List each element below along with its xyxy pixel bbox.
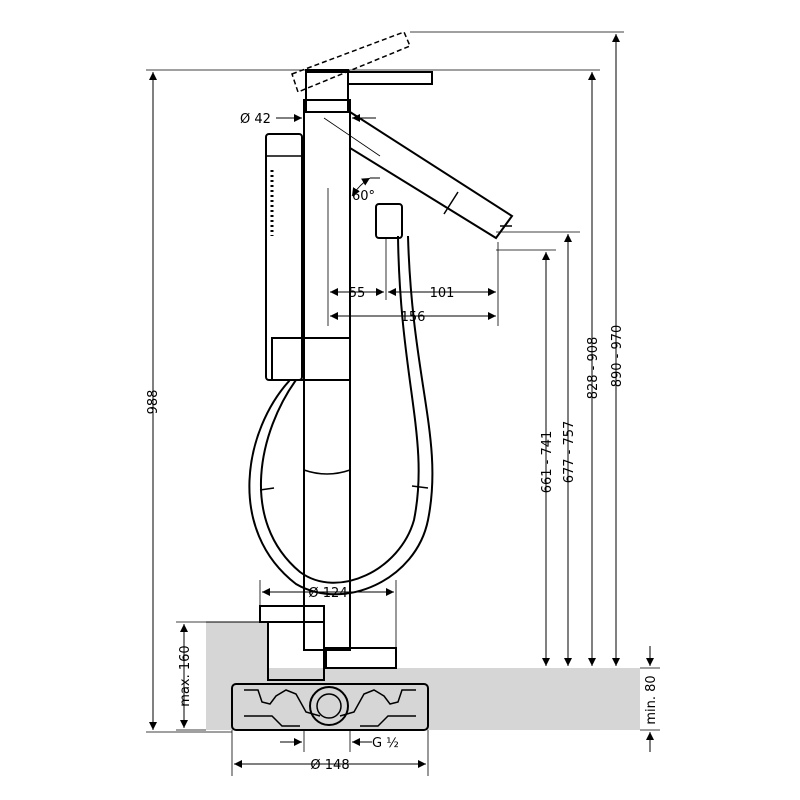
label-890-970: 890 - 970 (610, 325, 625, 388)
label-55: 55 (349, 286, 366, 301)
label-661-741: 661 - 741 (540, 431, 555, 494)
label-988: 988 (146, 390, 161, 415)
label-156: 156 (401, 310, 426, 325)
label-thread: G ½ (372, 736, 399, 751)
label-max-160: max. 160 (178, 645, 193, 706)
label-diameter-42: Ø 42 (240, 112, 271, 127)
dimension-labels: 988 Ø 42 60° 55 101 156 661 - 741 677 - … (146, 112, 659, 773)
label-diameter-124: Ø 124 (308, 586, 347, 601)
dimension-lines (149, 34, 654, 768)
hand-shower (265, 133, 351, 381)
thread-connector (309, 686, 349, 726)
extension-lines (146, 31, 660, 776)
label-min-80: min. 80 (644, 675, 659, 724)
label-diameter-148: Ø 148 (310, 758, 349, 773)
label-101: 101 (430, 286, 455, 301)
floor-block (206, 621, 640, 730)
label-828-908: 828 - 908 (586, 337, 601, 400)
label-677-757: 677 - 757 (562, 421, 577, 484)
spout (349, 110, 514, 240)
hose (248, 203, 434, 596)
label-angle-60: 60° (352, 189, 375, 204)
base-plate (231, 683, 429, 731)
